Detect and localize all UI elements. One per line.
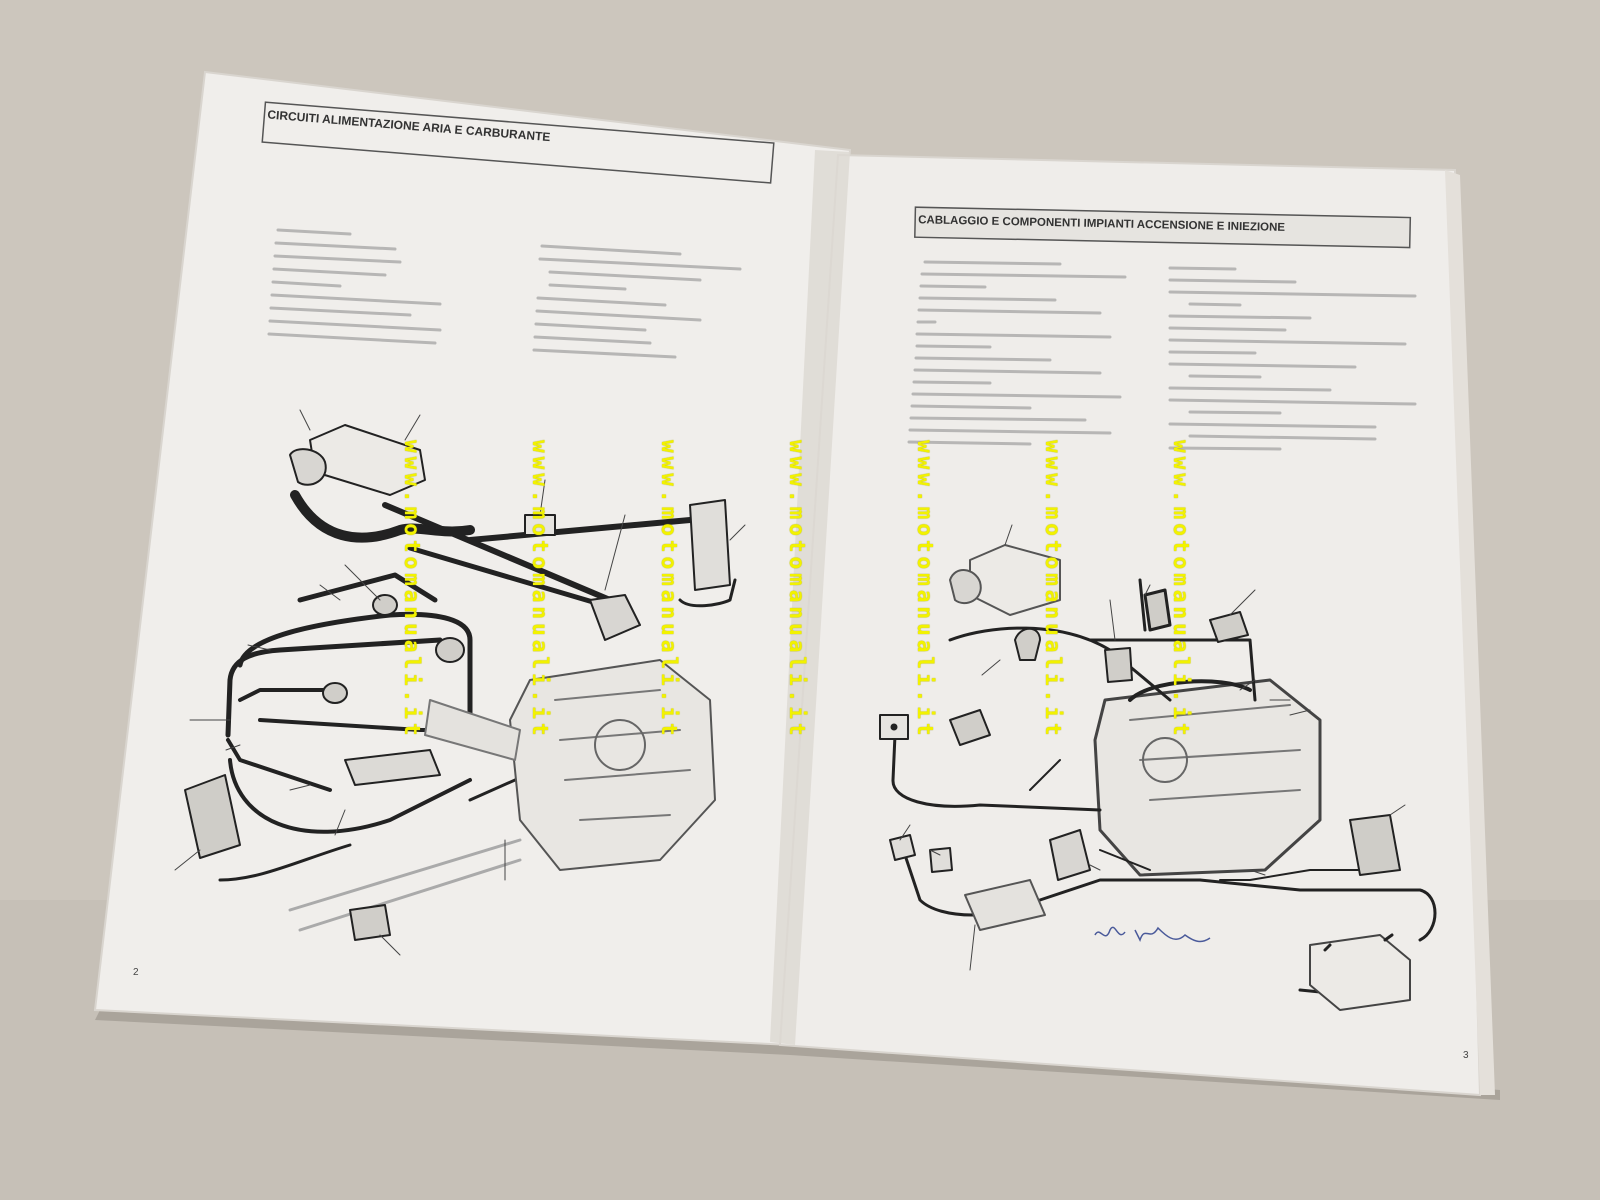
right-wiring-diagram — [879, 524, 1437, 1011]
left-legend — [267, 228, 742, 359]
left-fuel-system-diagram — [174, 409, 746, 956]
left-page — [93, 70, 852, 1047]
left-page-number: 2 — [133, 967, 139, 978]
watermark-6: www.motomanuali.it — [1041, 440, 1065, 740]
watermark-4: www.motomanuali.it — [785, 440, 809, 740]
right-legend — [907, 260, 1417, 451]
watermark-5: www.motomanuali.it — [913, 440, 937, 740]
handwritten-note — [1094, 926, 1211, 943]
watermark-7: www.motomanuali.it — [1169, 440, 1193, 740]
right-heading-box: CABLAGGIO E COMPONENTI IMPIANTI ACCENSIO… — [914, 206, 1412, 249]
right-page-number: 3 — [1463, 1050, 1469, 1061]
watermark-2: www.motomanuali.it — [528, 440, 552, 740]
watermark-1: www.motomanuali.it — [400, 440, 424, 740]
watermark-3: www.motomanuali.it — [657, 440, 681, 740]
